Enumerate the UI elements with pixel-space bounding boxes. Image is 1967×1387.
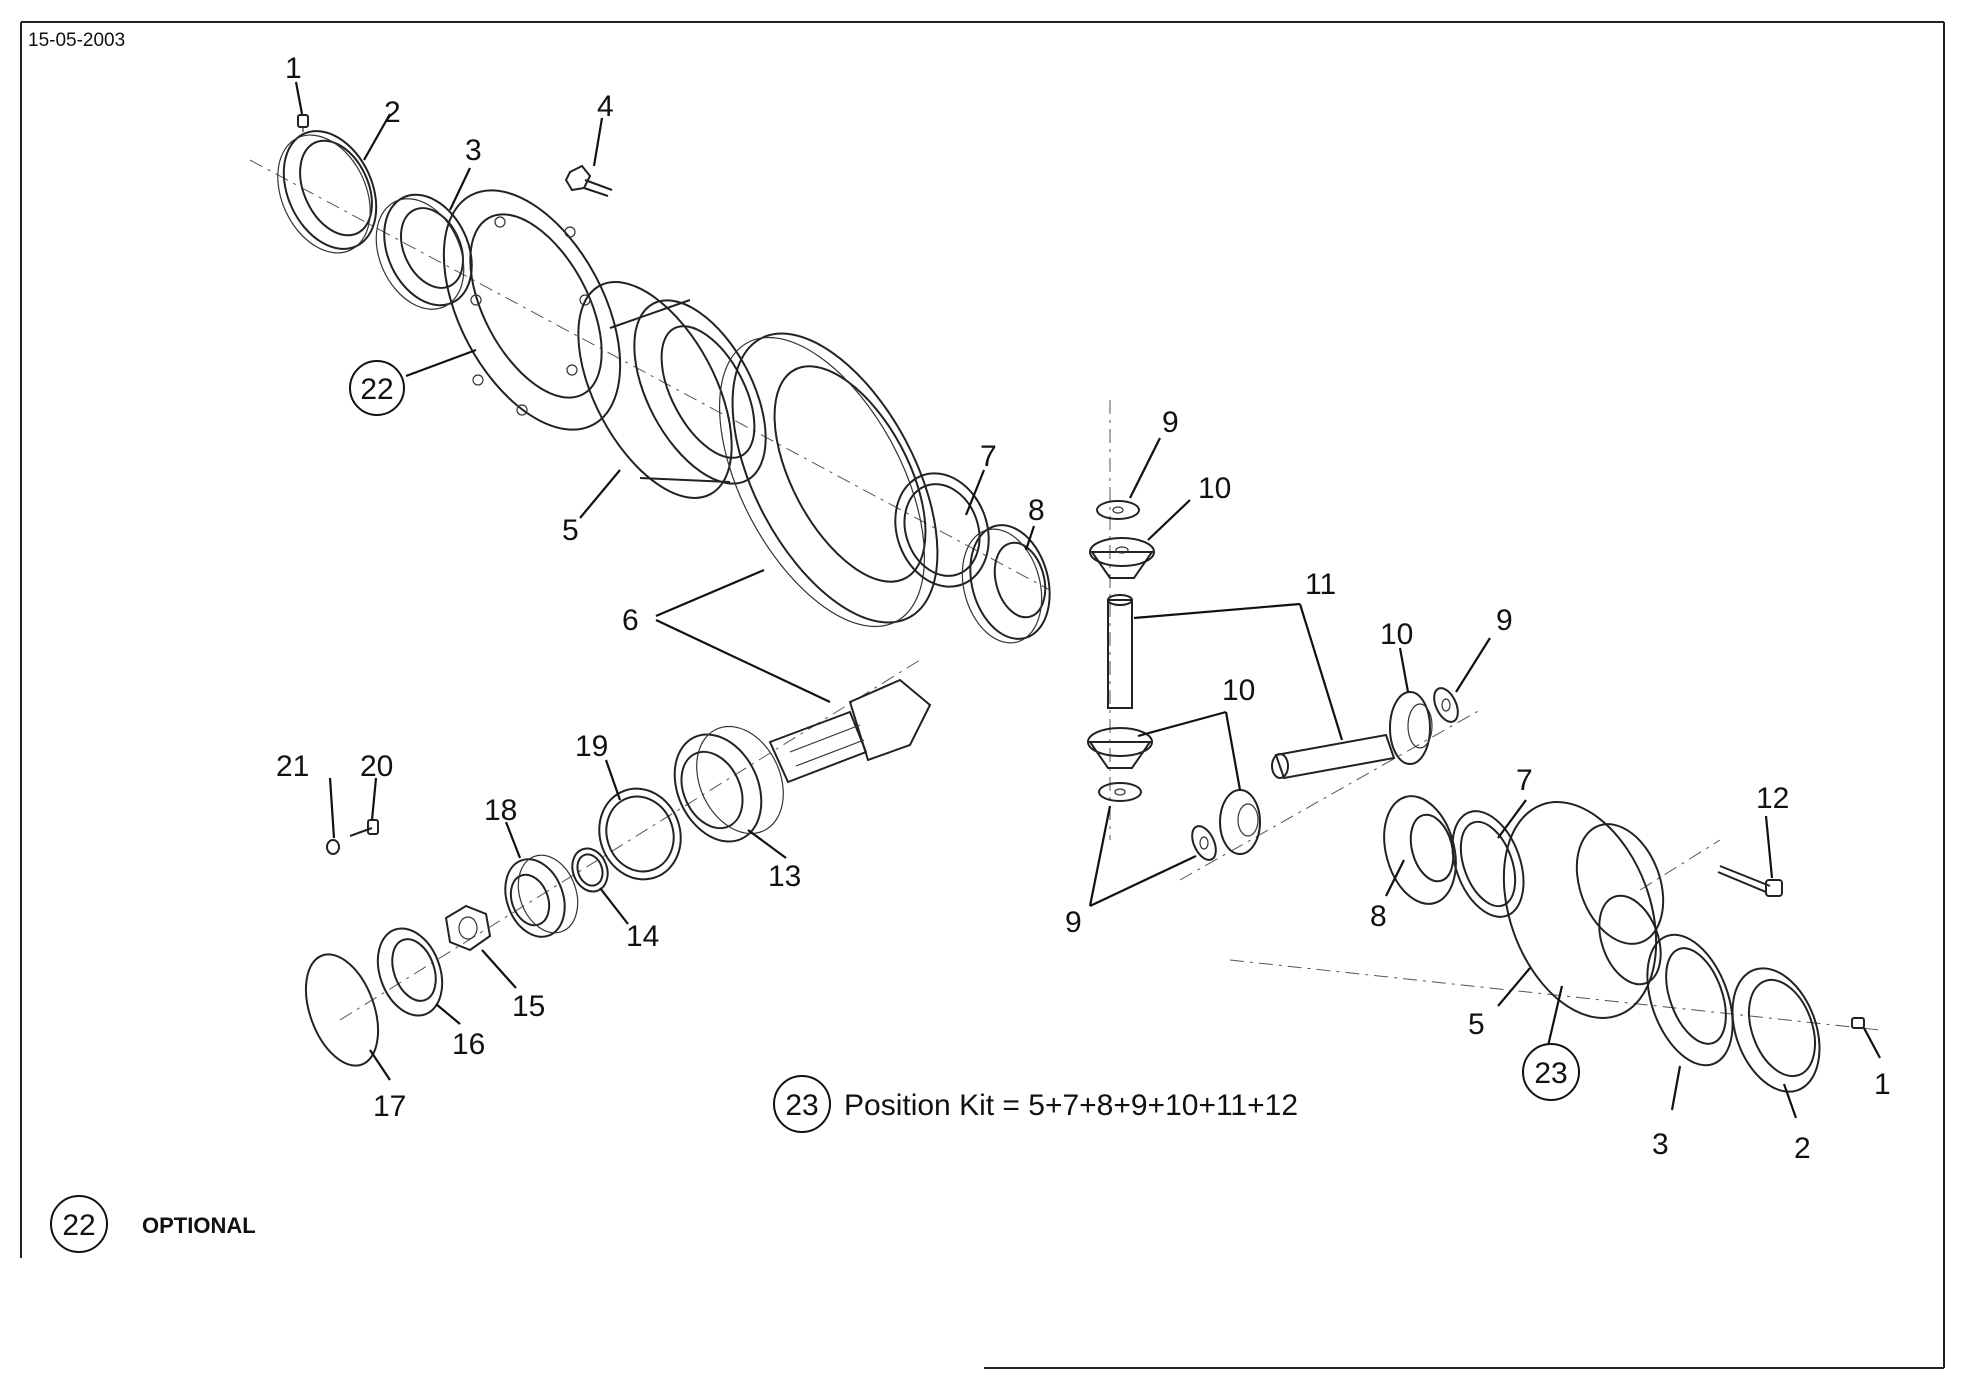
leader-lines [294,81,1881,1119]
callout-8-left: 8 [1028,494,1045,527]
footnote-number: 22 [62,1209,95,1242]
spacer-14 [571,847,609,893]
bearing-18 [504,854,579,938]
bolt-12 [1717,865,1783,897]
callout-7-right: 7 [1516,764,1533,797]
kit-number: 23 [785,1089,818,1122]
o-ring-17 [304,953,380,1067]
differential-housing-5-left [577,281,767,499]
bolt-4 [564,164,613,197]
screw-20 [349,819,379,837]
washer-9-right [1433,687,1459,723]
callout-6: 6 [622,604,639,637]
callout-23-circle [1522,1043,1580,1101]
pinion-shaft-6 [768,678,932,784]
bearing-3-right [1646,933,1734,1067]
pinion-gear-10-lower [1219,789,1261,855]
differential-housing-5-right [1502,801,1665,1019]
side-gear-8-left [961,524,1051,644]
washer-9-top [1096,500,1140,520]
thrust-washer-7-left [894,472,990,588]
washer-9-lower [1191,825,1217,861]
screw-1-right [1851,1017,1865,1029]
assembly-axes [249,159,1881,1031]
drawing-date: 15-05-2003 [28,30,125,51]
callout-20: 20 [360,750,393,783]
callout-19: 19 [575,730,608,763]
washer-21 [326,839,340,855]
washer-9-middle [1098,782,1142,802]
pinion-gear-10-top [1089,537,1155,579]
callout-9-lower: 9 [1065,906,1082,939]
callout-labels: 1 2 3 4 22 5 6 7 8 9 10 11 10 9 10 19 13… [276,52,1891,1165]
callout-11: 11 [1305,568,1336,601]
callout-7-left: 7 [980,440,997,473]
callout-3-top: 3 [465,134,482,167]
callout-3-right: 3 [1652,1128,1669,1161]
callout-12: 12 [1756,782,1789,815]
callout-15: 15 [512,990,545,1023]
footnote-legend: 22 OPTIONAL [50,1195,256,1253]
kit-legend: 23 Position Kit = 5+7+8+9+10+11+12 [773,1075,1298,1133]
pinion-gear-10-right [1389,691,1433,765]
callout-2-right: 2 [1794,1132,1811,1165]
thrust-washer-7-right [1451,810,1525,918]
callout-13: 13 [768,860,801,893]
footnote-number-circle [50,1195,108,1253]
callout-10-middle: 10 [1222,674,1255,707]
callout-2-top: 2 [384,96,401,129]
callout-9-top: 9 [1162,406,1179,439]
gasket-22 [442,189,622,431]
bearing-3-top [375,193,473,310]
callout-10-right: 10 [1380,618,1413,651]
nut-15 [444,904,492,952]
callout-5-right: 5 [1468,1008,1485,1041]
callout-10-top: 10 [1198,472,1231,505]
callout-4: 4 [597,90,614,123]
pinion-gear-10-middle [1087,727,1153,769]
callout-16: 16 [452,1028,485,1061]
ring-nut-2-right [1731,967,1821,1093]
cross-shaft-11-vertical [1107,594,1133,709]
callout-5-left: 5 [562,514,579,547]
footnote-text: OPTIONAL [142,1213,256,1238]
callout-17: 17 [373,1090,406,1123]
callout-14: 14 [626,920,659,953]
callout-9-right: 9 [1496,604,1513,637]
callout-1-top: 1 [285,52,302,85]
kit-number-circle [773,1075,831,1133]
cross-shaft-11-horizontal [1271,733,1396,780]
callout-8-right: 8 [1370,900,1387,933]
shim-19 [598,787,682,881]
screw-1-top [297,114,309,132]
ring-gear-6 [718,332,939,628]
callout-1-right: 1 [1874,1068,1891,1101]
callout-21: 21 [276,750,309,783]
callout-22-circle [349,360,405,416]
kit-description: Position Kit = 5+7+8+9+10+11+12 [844,1089,1298,1122]
drawing-frame [20,21,1945,1369]
seal-16 [376,927,444,1017]
callout-18: 18 [484,794,517,827]
ring-nut-2 [277,130,378,254]
bearing-13 [673,725,784,843]
callout-22: 22 [360,373,393,406]
callout-23: 23 [1534,1057,1567,1090]
